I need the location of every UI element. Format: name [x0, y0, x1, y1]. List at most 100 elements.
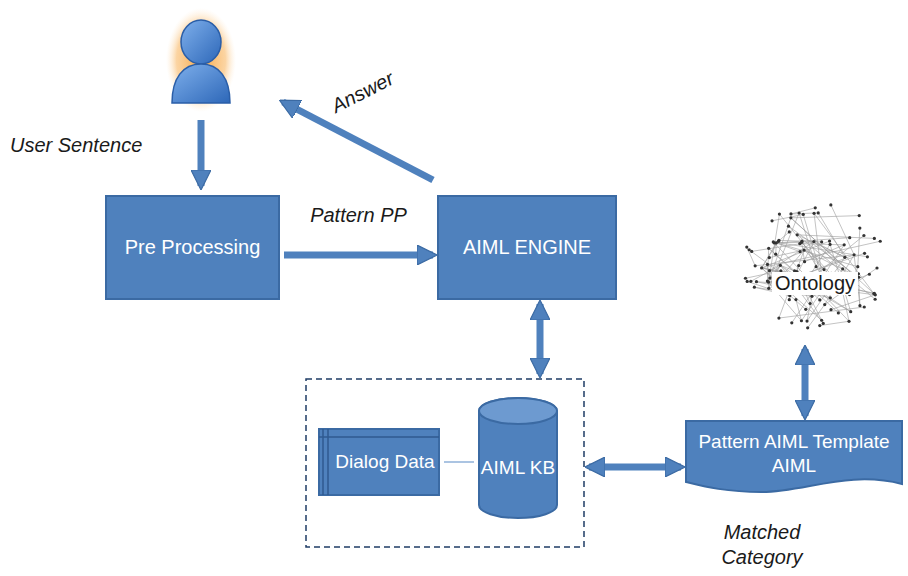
graph-vertex: [798, 242, 801, 245]
graph-vertex: [790, 321, 793, 324]
ontology-graph: Ontology: [735, 195, 895, 345]
graph-vertex: [810, 295, 813, 298]
user-glow: [166, 8, 236, 112]
graph-vertex: [789, 212, 792, 215]
input-arrow: [198, 120, 205, 186]
graph-vertex: [814, 265, 817, 268]
flow-arrow: [802, 349, 809, 416]
link-line: [444, 461, 474, 463]
node-caption: Matched Category: [707, 520, 817, 570]
graph-vertex: [820, 319, 823, 322]
node-text: Ontology: [772, 272, 858, 295]
cylinder-body: [479, 398, 557, 518]
graph-vertex: [818, 298, 821, 301]
engine-box: AIML ENGINE: [437, 195, 617, 300]
graph-link: [772, 214, 803, 220]
graph-link: [767, 264, 768, 288]
graph-vertex: [745, 245, 748, 248]
graph-vertex: [873, 292, 876, 295]
graph-vertex: [875, 266, 878, 269]
graph-vertex: [797, 264, 800, 267]
graph-vertex: [847, 320, 850, 323]
graph-link: [802, 241, 822, 276]
graph-link: [797, 235, 874, 239]
graph-vertex: [858, 226, 861, 229]
answer-arrow: [283, 102, 433, 180]
graph-link: [773, 242, 867, 257]
graph-vertex: [777, 239, 780, 242]
graph-link: [769, 250, 804, 258]
graph-link: [779, 307, 864, 318]
graph-vertex: [770, 219, 773, 222]
node-text: AIML KB: [478, 428, 558, 508]
graph-vertex: [818, 324, 821, 327]
graph-vertex: [874, 298, 877, 301]
dialog-stripe: [327, 429, 329, 495]
knowledge-base-cylinder: AIML KB: [478, 398, 558, 518]
graph-vertex: [866, 255, 869, 258]
graph-vertex: [863, 305, 866, 308]
graph-vertex: [779, 264, 782, 267]
graph-vertex: [768, 256, 771, 259]
user-head: [181, 20, 221, 64]
graph-vertex: [837, 311, 840, 314]
graph-link: [747, 247, 755, 266]
graph-vertex: [748, 248, 751, 251]
graph-link: [811, 244, 830, 273]
graph-vertex: [803, 248, 806, 251]
graph-vertex: [868, 273, 871, 276]
graph-link: [791, 218, 856, 278]
pattern-document: Pattern AIML Template AIMLMatched Catego…: [685, 420, 903, 496]
graph-vertex: [823, 303, 826, 306]
graph-vertex: [856, 265, 859, 268]
graph-vertex: [858, 304, 861, 307]
graph-vertex: [768, 269, 771, 272]
graph-vertex: [829, 308, 832, 311]
graph-vertex: [822, 322, 825, 325]
input-label: User Sentence: [10, 134, 142, 157]
graph-vertex: [772, 240, 775, 243]
cylinder-top: [479, 398, 557, 424]
graph-vertex: [767, 287, 770, 290]
user-body: [172, 64, 230, 103]
graph-link: [820, 321, 849, 325]
graph-vertex: [879, 240, 882, 243]
dialog-data-box: Dialog Data: [318, 428, 440, 496]
graph-vertex: [805, 320, 808, 323]
node-text: AIML ENGINE: [455, 232, 599, 263]
graph-link: [803, 214, 822, 277]
graph-vertex: [760, 266, 763, 269]
document-body: [686, 421, 902, 492]
graph-vertex: [774, 253, 777, 256]
graph-vertex: [789, 216, 792, 219]
dialog-stripe: [322, 429, 324, 495]
graph-vertex: [820, 240, 823, 243]
graph-vertex: [814, 206, 817, 209]
graph-link: [762, 241, 830, 268]
graph-vertex: [812, 212, 815, 215]
graph-link: [762, 240, 779, 268]
edge-label: Pattern PP: [310, 204, 407, 227]
graph-vertex: [778, 212, 781, 215]
graph-vertex: [809, 302, 812, 305]
answer-label: Answer: [328, 67, 398, 118]
graph-link: [776, 232, 789, 243]
flow-arrow: [537, 304, 544, 374]
graph-vertex: [828, 243, 831, 246]
graph-vertex: [788, 230, 791, 233]
graph-vertex: [804, 308, 807, 311]
graph-vertex: [746, 280, 749, 283]
graph-vertex: [843, 256, 846, 259]
flow-arrow: [284, 252, 433, 259]
graph-vertex: [753, 286, 756, 289]
graph-vertex: [744, 277, 747, 280]
graph-vertex: [843, 243, 846, 246]
graph-link: [831, 295, 875, 310]
graph-link: [773, 242, 800, 252]
graph-vertex: [812, 240, 815, 243]
graph-vertex: [755, 280, 758, 283]
dashed-border: [306, 379, 584, 547]
graph-vertex: [841, 267, 844, 270]
graph-link: [858, 228, 860, 267]
graph-vertex: [777, 316, 780, 319]
